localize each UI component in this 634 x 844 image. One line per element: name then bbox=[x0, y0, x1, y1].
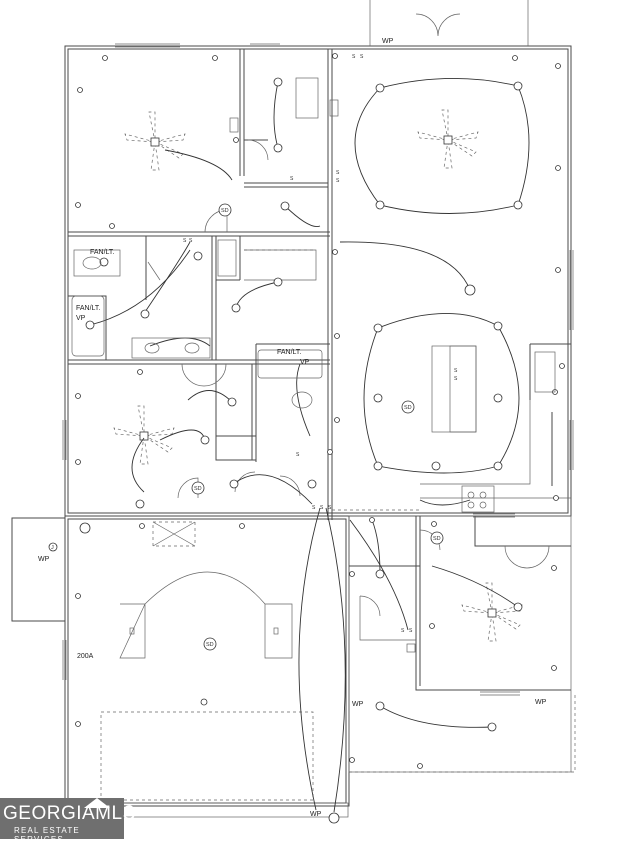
interior-walls bbox=[68, 49, 571, 691]
switch-s4: S bbox=[336, 178, 340, 184]
switch-s5: S bbox=[290, 176, 294, 182]
sd-label-2: SD bbox=[404, 405, 412, 411]
switch-s3: S bbox=[336, 170, 340, 176]
vent-pipe-label-bath2: VP bbox=[76, 315, 86, 322]
switch-s11: S bbox=[401, 628, 405, 634]
sd-label-1: SD bbox=[221, 208, 229, 214]
wiring-runs bbox=[89, 78, 553, 813]
vent-pipe-label-bath3: VP bbox=[300, 359, 310, 366]
sd-label-4: SD bbox=[433, 536, 441, 542]
plan-labels: FAN/LT. FAN/LT. VP FAN/LT. VP 200A WP WP… bbox=[38, 38, 547, 818]
weatherproof-label-bottom: WP bbox=[310, 811, 322, 818]
switch-s7: S bbox=[189, 238, 193, 244]
logo-tagline: REAL ESTATE SERVICES bbox=[14, 826, 80, 844]
switch-s15: S bbox=[454, 376, 458, 382]
georgia-mls-logo: GEORGIAMLS REAL ESTATE SERVICES bbox=[0, 798, 135, 844]
house-roof-icon bbox=[84, 798, 110, 808]
junction-label: J bbox=[51, 545, 54, 551]
sd-label-5: SD bbox=[206, 642, 214, 648]
receptacles bbox=[75, 53, 565, 769]
fan-light-label-bath3: FAN/LT. bbox=[277, 349, 301, 356]
switch-s14: S bbox=[454, 368, 458, 374]
switch-labels: S S S S S S S S S S S S S S S bbox=[183, 54, 458, 634]
switch-s6: S bbox=[183, 238, 187, 244]
switch-s2: S bbox=[360, 54, 364, 60]
switch-s12: S bbox=[409, 628, 413, 634]
garage-door bbox=[100, 521, 314, 801]
fan-light-label-bath1: FAN/LT. bbox=[90, 249, 114, 256]
ceiling-fan-icon bbox=[113, 109, 523, 642]
windows bbox=[62, 43, 574, 696]
exterior-walls bbox=[11, 0, 576, 818]
switch-s10: S bbox=[328, 505, 332, 511]
weatherproof-label-garage: WP bbox=[38, 556, 50, 563]
weatherproof-label-porch: WP bbox=[352, 701, 364, 708]
switch-s13: S bbox=[296, 452, 300, 458]
weatherproof-label-right: WP bbox=[535, 699, 547, 706]
sd-label-3: SD bbox=[194, 486, 202, 492]
smoke-detector-icon: SD SD SD SD SD J bbox=[48, 203, 444, 651]
bath-fixtures bbox=[71, 77, 556, 653]
light-fixtures bbox=[79, 77, 523, 824]
switch-s8: S bbox=[312, 505, 316, 511]
logo-brand: GEORGIAMLS bbox=[3, 803, 136, 824]
weatherproof-label-top: WP bbox=[382, 38, 394, 45]
switch-s9: S bbox=[320, 505, 324, 511]
fan-light-label-bath2: FAN/LT. bbox=[76, 305, 100, 312]
switch-s1: S bbox=[352, 54, 356, 60]
panel-label: 200A bbox=[77, 653, 94, 660]
